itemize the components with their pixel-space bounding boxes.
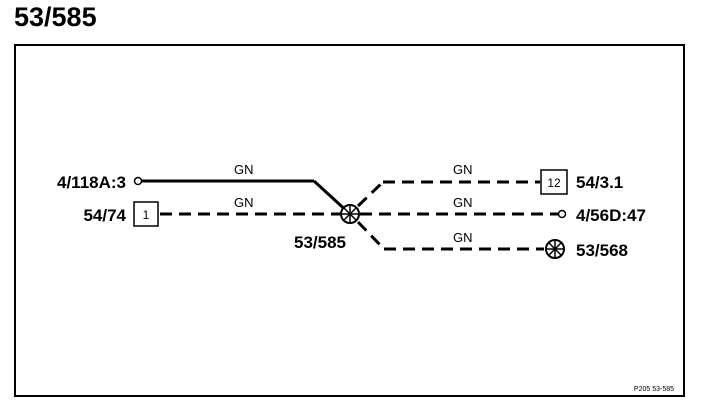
diagram-frame: [14, 44, 685, 397]
pin-box-left-bottom: [133, 201, 159, 227]
splice-icon-main: [340, 204, 360, 224]
connector-label-right-middle: 4/56D:47: [576, 206, 646, 225]
terminal-left-top: [133, 176, 143, 186]
pin-box-right-top: [540, 169, 568, 195]
wire-dashed-right-top-diagonal: [356, 180, 385, 208]
connector-label-left-top: 4/118A:3: [57, 173, 126, 192]
page-title: 53/585: [14, 2, 97, 32]
wire-dashed-right-bottom-diagonal: [356, 220, 386, 251]
pin-number-right-top: 12: [547, 176, 561, 190]
wire-color-label-5: GN: [453, 230, 473, 245]
terminal-right-middle: [557, 209, 567, 219]
splice-label: 53/585: [294, 233, 346, 252]
pin-number-left-bottom: 1: [143, 208, 150, 222]
connector-label-right-top: 54/3.1: [576, 173, 623, 192]
wire-color-label-2: GN: [234, 195, 254, 210]
connector-label-left-bottom: 54/74: [83, 206, 126, 225]
wire-color-label-1: GN: [234, 162, 254, 177]
wire-color-label-3: GN: [453, 162, 473, 177]
splice-icon-right-bottom: [545, 239, 565, 259]
wire-color-label-4: GN: [453, 195, 473, 210]
reference-code: P205 53-585: [634, 386, 674, 393]
connector-label-right-bottom: 53/568: [576, 241, 628, 260]
